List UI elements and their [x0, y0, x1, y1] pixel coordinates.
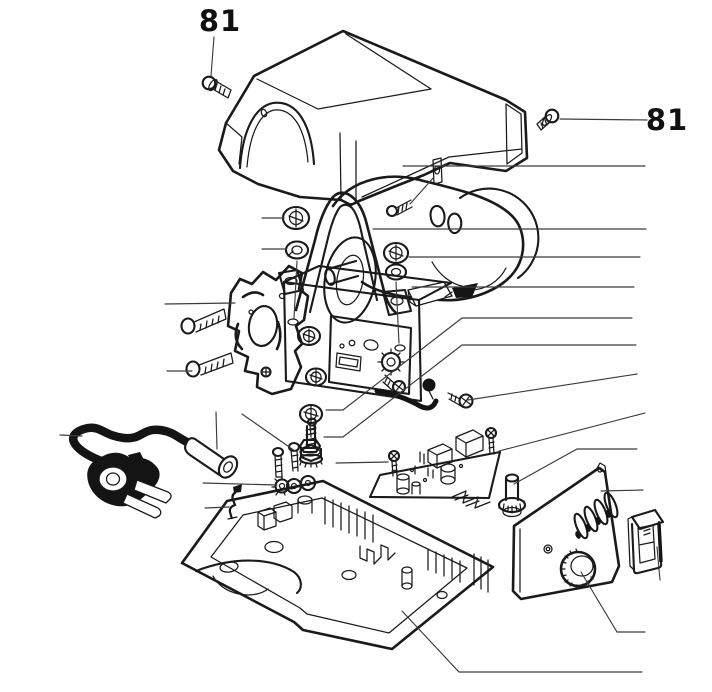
panel-vents [573, 491, 619, 540]
leader-pcb [498, 412, 646, 452]
leader-switch [656, 546, 661, 581]
leader-hook [204, 506, 230, 509]
cord-strain-relief [184, 437, 239, 479]
leader-clamp [202, 482, 278, 486]
wire-hook-clip [227, 484, 242, 520]
base-post [401, 566, 413, 590]
flange-nut-left [281, 205, 311, 231]
plug-pin-upper [133, 479, 172, 504]
pcb-jumper-wire [451, 490, 491, 509]
leader-panel-vent [600, 489, 644, 492]
flange-nut-right [382, 241, 410, 265]
plug-pin-lower [122, 493, 162, 519]
cover-fixing-screw-top [385, 157, 443, 218]
link-rod [374, 378, 439, 411]
leader-plate [164, 302, 236, 305]
leader-lines [59, 36, 661, 673]
assembly-line-strain-relief [215, 411, 218, 450]
pcb-screw-right [484, 426, 498, 455]
plate-screw-upper [180, 308, 227, 335]
serrated-washer [377, 348, 405, 376]
adjustment-knob [559, 548, 597, 589]
leader-81-right [559, 118, 648, 121]
power-cord [69, 423, 203, 519]
lock-washer-left [284, 240, 310, 260]
gear-bracket-box [282, 264, 453, 403]
pcb-screw-left [387, 449, 401, 477]
adjuster-screw-right [447, 392, 474, 409]
circuit-board [368, 426, 502, 509]
leader-screw-right [467, 373, 638, 401]
leader-cord [59, 434, 83, 437]
assembly-line-right-stack [395, 281, 400, 344]
cooling-fins-left [324, 496, 374, 543]
assembly-line-clamp-screws [241, 413, 296, 452]
leader-potentiometer [513, 448, 638, 485]
hex-nut-on-box-lower [304, 367, 328, 387]
front-bearing-plate [226, 264, 310, 396]
callout-label-81-top-left: 81 [199, 4, 241, 38]
rocker-switch [627, 508, 665, 575]
leader-knob [580, 571, 646, 633]
callout-label-81-right: 81 [646, 103, 688, 137]
leader-stud [323, 344, 637, 438]
plate-screw-lower [185, 352, 234, 378]
leader-base [401, 610, 643, 673]
leader-81-top-left [210, 36, 215, 77]
assembly-line-top-screw [409, 176, 435, 205]
plate-corner-screw [260, 366, 272, 378]
screw-81-right [536, 108, 560, 131]
potentiometer [497, 473, 527, 518]
screw-hole-right-foot [394, 344, 406, 352]
screw-hole-left-foot [287, 318, 299, 326]
cooling-fins-right [427, 548, 461, 583]
lock-washer-right [384, 263, 408, 281]
side-panel [511, 462, 621, 601]
assembly-line-left-stack [293, 260, 298, 319]
leader-pcb-screw [335, 461, 389, 464]
screw-81-top-left [201, 75, 232, 99]
leader-slotted-washer [325, 317, 633, 411]
motor-assembly [323, 175, 540, 324]
base-housing [180, 479, 495, 651]
